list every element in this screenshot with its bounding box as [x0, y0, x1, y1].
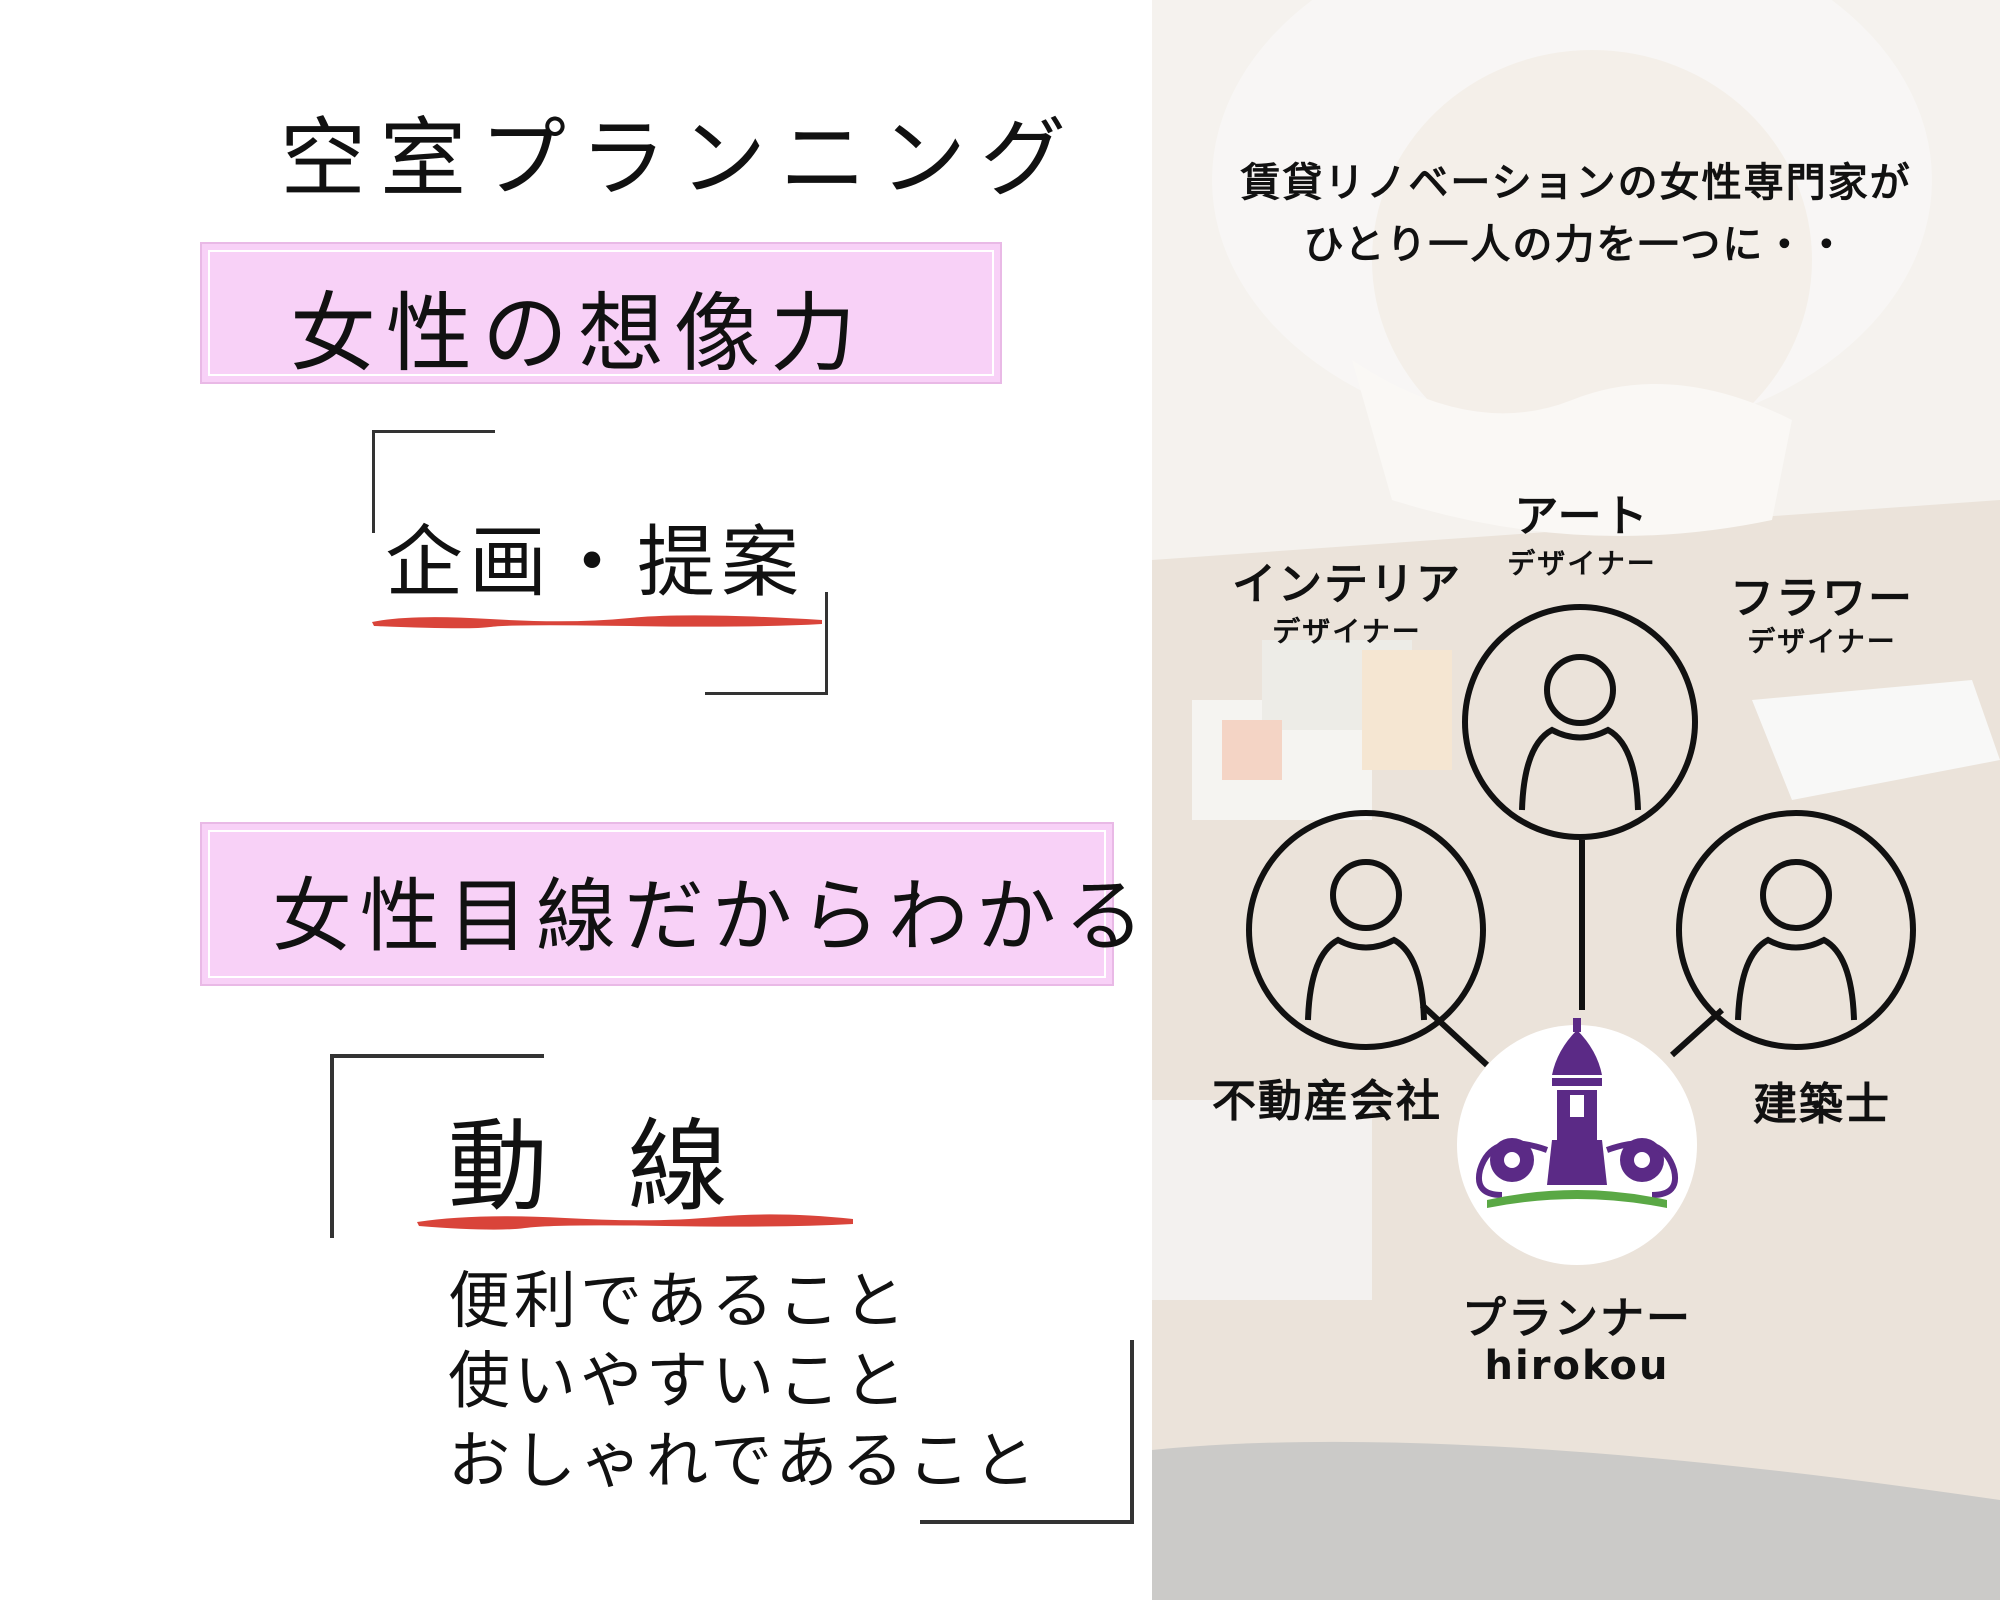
imagination-label: 女性の想像力 — [290, 284, 866, 384]
role-interior-title: インテリア — [1232, 559, 1462, 610]
role-art-title: アート — [1514, 491, 1650, 542]
role-realestate-title: 不動産会社 — [1212, 1076, 1442, 1127]
benefit-item: 便利であること — [448, 1264, 910, 1337]
role-flower-sub: デザイナー — [1747, 625, 1897, 658]
perspective-label: 女性目線だからわかる — [272, 870, 1152, 963]
open-bracket-large — [330, 1054, 544, 1238]
benefit-item: おしゃれであること — [448, 1424, 1040, 1497]
close-bracket — [705, 592, 828, 695]
team-diagram — [1246, 604, 1916, 1068]
imagination-box — [200, 242, 1002, 384]
role-art-sub: デザイナー — [1507, 547, 1657, 580]
flow-line-label: 動 線 — [448, 1108, 752, 1225]
castle-logo-icon — [1476, 1018, 1678, 1208]
perspective-box — [200, 822, 1114, 986]
role-architect-title: 建築士 — [1753, 1079, 1891, 1130]
role-interior-sub: デザイナー — [1272, 615, 1422, 648]
caption-line-2: ひとり一人の力を一つに・・ — [1303, 222, 1849, 268]
plan-proposal-label: 企画・提案 — [385, 518, 806, 608]
brush-underline — [372, 615, 822, 629]
page-title: 空室プランニング — [280, 109, 1080, 209]
right-panel: 賃貸リノベーションの女性専門家が ひとり一人の力を一つに・・ — [1152, 0, 2000, 1600]
role-flower-title: フラワー — [1730, 573, 1914, 624]
open-bracket — [372, 430, 495, 533]
person-icon — [1676, 810, 1916, 1050]
person-icon — [1246, 810, 1486, 1050]
person-icon — [1462, 604, 1698, 840]
left-panel: 空室プランニング 女性の想像力 企画・提案 女性目線だからわかる 動 線 便利で… — [200, 109, 1152, 1524]
role-planner-title: プランナー — [1462, 1293, 1692, 1344]
caption-line-1: 賃貸リノベーションの女性専門家が — [1240, 160, 1912, 206]
brush-underline-2 — [417, 1214, 853, 1230]
role-planner-name: hirokou — [1484, 1343, 1670, 1389]
close-bracket-large — [920, 1340, 1134, 1524]
benefit-item: 使いやすいこと — [448, 1344, 911, 1417]
